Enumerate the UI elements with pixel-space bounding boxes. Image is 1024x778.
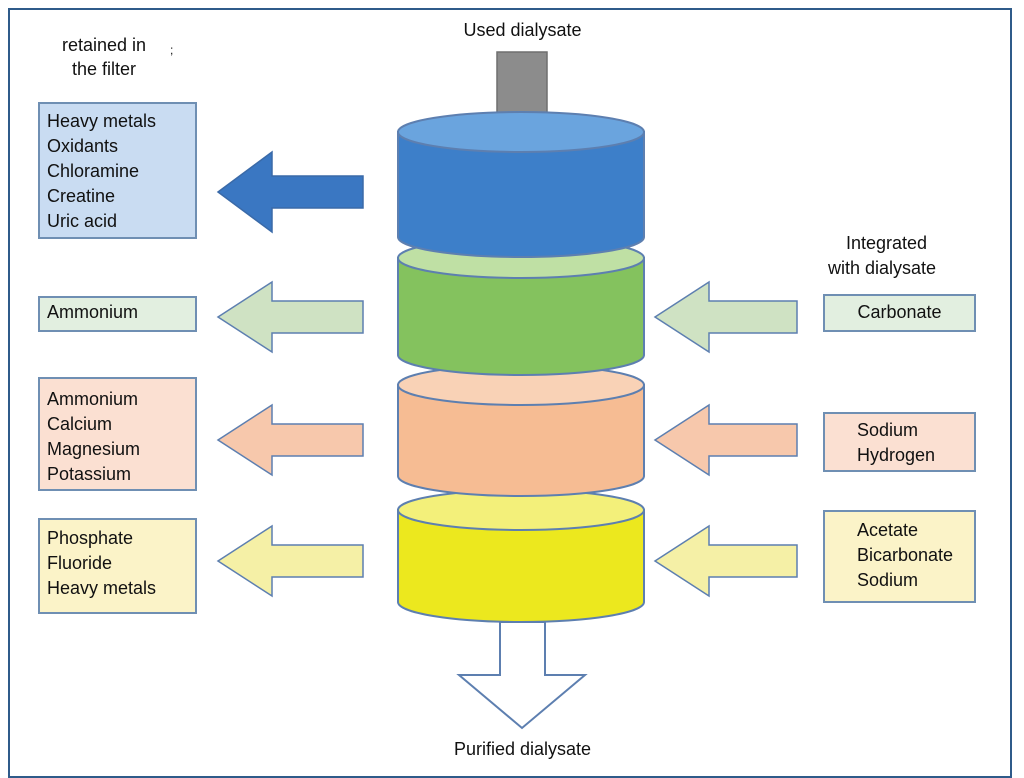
- list-item: Ammonium: [47, 389, 139, 409]
- list-item: Creatine: [47, 186, 116, 206]
- outlet-arrow: [456, 621, 588, 730]
- list-item: Phosphate: [47, 528, 134, 548]
- filter-layer-green: [397, 237, 645, 376]
- list-item: Uric acid: [47, 211, 118, 231]
- filter-layer-blue: [397, 111, 645, 258]
- list-item: Sodium: [857, 420, 919, 440]
- list-item: Heavy metals: [47, 111, 157, 131]
- left-arrow-blue: [216, 150, 364, 234]
- retained-header-mark: ;: [170, 43, 174, 57]
- list-item: Oxidants: [47, 136, 119, 156]
- list-item: Magnesium: [47, 439, 141, 459]
- retained-box-heavy-metals: Heavy metals Oxidants Chloramine Creatin…: [38, 102, 197, 239]
- list-item: Hydrogen: [857, 445, 936, 465]
- list-item: Fluoride: [47, 553, 113, 573]
- retained-header-line2: the filter: [71, 59, 137, 79]
- integrated-header-line1: Integrated: [846, 233, 928, 253]
- list-item: Potassium: [47, 464, 132, 484]
- retained-box-ammonium: Ammonium: [38, 296, 197, 332]
- purified-dialysate-label: Purified dialysate: [453, 739, 592, 759]
- left-arrow-green: [216, 280, 364, 354]
- list-item: Ammonium: [47, 302, 139, 322]
- left-arrow-peach: [216, 403, 364, 477]
- list-item: Heavy metals: [47, 578, 157, 598]
- filter-layer-yellow: [397, 489, 645, 623]
- integrated-header-line2: with dialysate: [828, 258, 937, 278]
- list-item: Bicarbonate: [857, 545, 954, 565]
- right-arrow-green: [653, 280, 798, 354]
- list-item: Chloramine: [47, 161, 140, 181]
- list-item: Calcium: [47, 414, 113, 434]
- list-item: Carbonate: [857, 302, 942, 322]
- right-arrow-yellow: [653, 524, 798, 598]
- integrated-box-carbonate: Carbonate: [823, 294, 976, 332]
- retained-box-anions: Phosphate Fluoride Heavy metals: [38, 518, 197, 614]
- retained-box-cations: Ammonium Calcium Magnesium Potassium: [38, 377, 197, 491]
- used-dialysate-label: Used dialysate: [463, 20, 582, 40]
- filter-layer-peach: [397, 364, 645, 497]
- list-item: Acetate: [857, 520, 919, 540]
- retained-header-line1: retained in: [61, 35, 147, 55]
- left-arrow-yellow: [216, 524, 364, 598]
- list-item: Sodium: [857, 570, 919, 590]
- integrated-box-acetate: Acetate Bicarbonate Sodium: [823, 510, 976, 603]
- right-arrow-peach: [653, 403, 798, 477]
- integrated-box-sodium-hydrogen: Sodium Hydrogen: [823, 412, 976, 472]
